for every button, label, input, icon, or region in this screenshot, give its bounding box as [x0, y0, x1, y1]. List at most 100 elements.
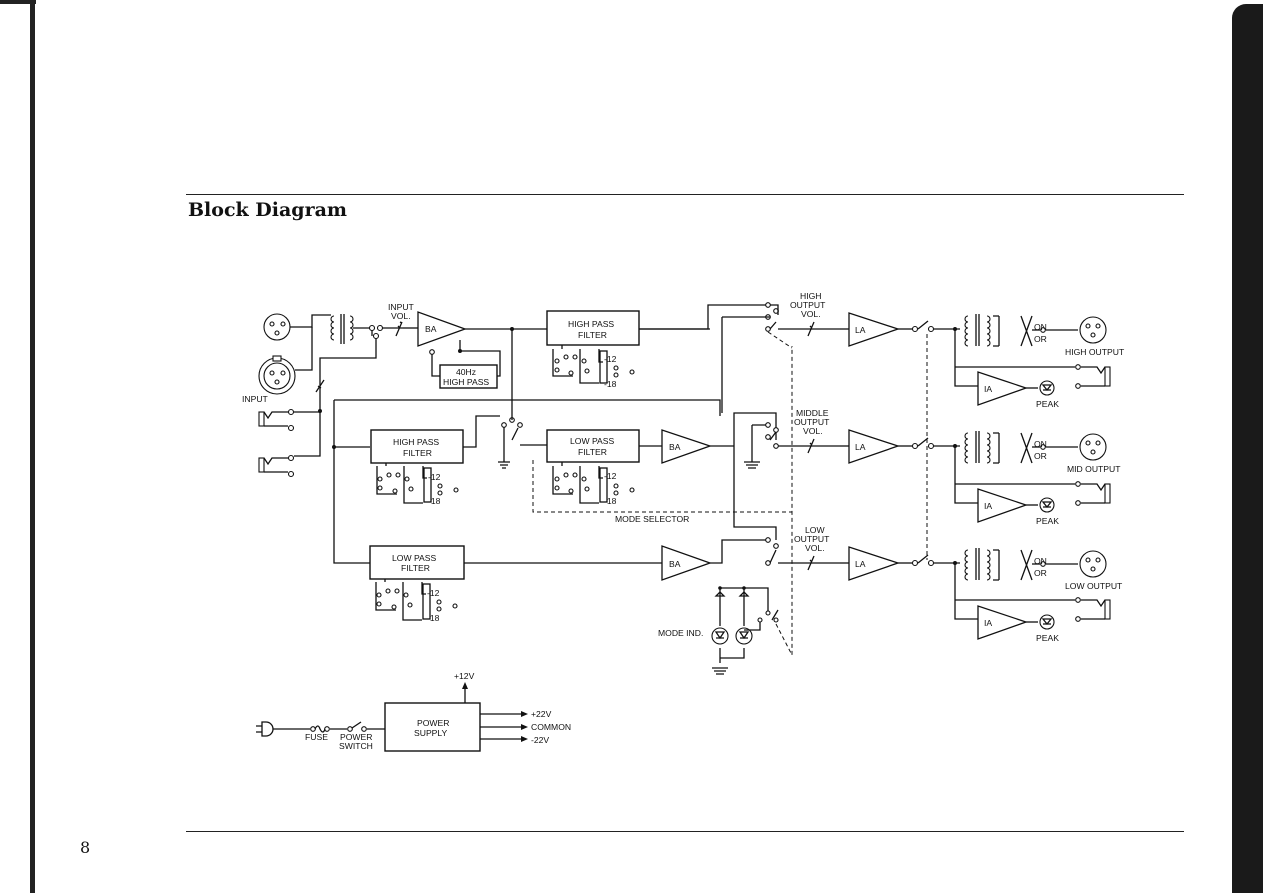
lp-mid-slope-switch — [552, 462, 635, 504]
power-supply-label-line2: SUPPLY — [414, 728, 448, 738]
power-supply-box — [384, 702, 481, 752]
power-switch — [347, 726, 353, 732]
hp-top-label-line1: HIGH PASS — [568, 319, 614, 329]
hp-filter-top — [546, 310, 640, 346]
input-transformer — [330, 314, 354, 344]
mid-vol-label-line3: VOL. — [803, 426, 823, 436]
lp-bot-label-line1: LOW PASS — [392, 553, 437, 563]
lp-mid-label-line2: FILTER — [578, 447, 607, 457]
low-output-xlr-jack — [1079, 550, 1107, 578]
power-plug-icon — [256, 721, 310, 737]
low-output-phone-jack — [1104, 599, 1111, 620]
mid-vol-label-line1: MIDDLE — [796, 408, 829, 418]
power-switch-label-line2: SWITCH — [339, 741, 373, 751]
mid-ia-label: IA — [984, 501, 992, 511]
lp-mid-label-line1: LOW PASS — [570, 436, 615, 446]
mid-la-label: LA — [855, 442, 866, 452]
hp-top-slope-switch — [552, 345, 635, 384]
low-vol-label-line3: VOL. — [805, 543, 825, 553]
mid-output-phone-jack — [1104, 483, 1111, 504]
xlr-input-jack-top — [263, 313, 291, 341]
lp-mid-slope-12: -12 — [604, 471, 617, 481]
fuse-label: FUSE — [305, 732, 328, 742]
mode-indicator — [711, 586, 779, 675]
common-label: COMMON — [531, 722, 571, 732]
mid-peak-label: PEAK — [1036, 516, 1059, 526]
mid-or-label: OR — [1034, 451, 1047, 461]
hp-mid-slope-12: -12 — [428, 472, 441, 482]
mid-output-xlr-jack — [1079, 433, 1107, 461]
mid-peak-led — [1039, 497, 1055, 513]
mid-output-label: MID OUTPUT — [1067, 464, 1121, 474]
high-output-transformer — [964, 314, 1000, 347]
high-output-label: HIGH OUTPUT — [1065, 347, 1125, 357]
hp-mid-slope-18: -18 — [428, 496, 441, 506]
mid-amp-ba — [661, 429, 712, 464]
hp-mid-label-line1: HIGH PASS — [393, 437, 439, 447]
input-amp-ba — [417, 311, 467, 347]
hp-top-label-line2: FILTER — [578, 330, 607, 340]
lp-bot-label-line2: FILTER — [401, 563, 430, 573]
high-peak-label: PEAK — [1036, 399, 1059, 409]
lp-mid-slope-18: -18 — [604, 496, 617, 506]
page-title: Block Diagram — [188, 199, 348, 221]
top-rule — [186, 194, 1184, 195]
high-or-label: OR — [1034, 334, 1047, 344]
high-output-on-off-switch — [1020, 315, 1078, 347]
input-amp-label: BA — [425, 324, 437, 334]
hp-filter-mid — [370, 429, 464, 464]
page-number: 8 — [80, 838, 91, 857]
phone-input-jack-2 — [258, 454, 295, 478]
fuse — [310, 726, 316, 732]
low-vol-label-line2: OUTPUT — [794, 534, 830, 544]
lp-bot-slope-switch — [375, 579, 458, 621]
low-or-label: OR — [1034, 568, 1047, 578]
high-ia-label: IA — [984, 384, 992, 394]
hp-mid-slope-switch — [376, 463, 459, 504]
power-switch-label-line1: POWER — [340, 732, 372, 742]
plus22v-label: +22V — [531, 709, 552, 719]
high-on-label: ON — [1034, 322, 1047, 332]
low-output-label: LOW OUTPUT — [1065, 581, 1123, 591]
phone-input-jack-1 — [258, 408, 295, 432]
low-amp-label: BA — [669, 559, 681, 569]
high-vol-label-line2: OUTPUT — [790, 300, 826, 310]
page-right-edge — [1232, 4, 1263, 893]
mid-output-on-off-switch — [1020, 432, 1078, 464]
low-peak-amp-ia — [977, 605, 1028, 640]
mid-channel-selector-switch — [744, 422, 840, 469]
mid-vol-label-line2: OUTPUT — [794, 417, 830, 427]
mid-output-transformer — [964, 431, 1000, 464]
mode-selector-label: MODE SELECTOR — [615, 514, 689, 524]
low-la-label: LA — [855, 559, 866, 569]
page-binding-edge — [30, 0, 35, 893]
bottom-rule — [186, 831, 1184, 832]
high-la-label: LA — [855, 325, 866, 335]
low-on-label: ON — [1034, 556, 1047, 566]
hp-top-slope-18: -18 — [604, 379, 617, 389]
mode-ind-label: MODE IND. — [658, 628, 703, 638]
hp-mid-label-line2: FILTER — [403, 448, 432, 458]
page-corner-mark — [0, 0, 36, 4]
input-vol-label-line2: VOL. — [391, 311, 411, 321]
high-channel-selector-switch — [721, 302, 840, 413]
low-peak-label: PEAK — [1036, 633, 1059, 643]
mid-path-switch — [498, 416, 523, 469]
high-output-phone-jack — [1104, 366, 1111, 387]
input-label: INPUT — [242, 394, 269, 404]
hp-top-slope-12: -12 — [604, 354, 617, 364]
low-ia-label: IA — [984, 618, 992, 628]
low-amp-ba — [661, 545, 712, 581]
high-output-xlr-jack — [1079, 316, 1107, 344]
lp-bot-slope-18: -18 — [427, 613, 440, 623]
mid-amp-label: BA — [669, 442, 681, 452]
high-vol-label-line1: HIGH — [800, 291, 821, 301]
high-vol-label-line3: VOL. — [801, 309, 821, 319]
high-peak-led — [1039, 380, 1055, 396]
minus22v-label: -22V — [531, 735, 549, 745]
hp40-label-line2: HIGH PASS — [443, 377, 489, 387]
low-vol-label-line1: LOW — [805, 525, 825, 535]
low-peak-led — [1039, 614, 1055, 630]
high-peak-amp-ia — [977, 371, 1028, 406]
